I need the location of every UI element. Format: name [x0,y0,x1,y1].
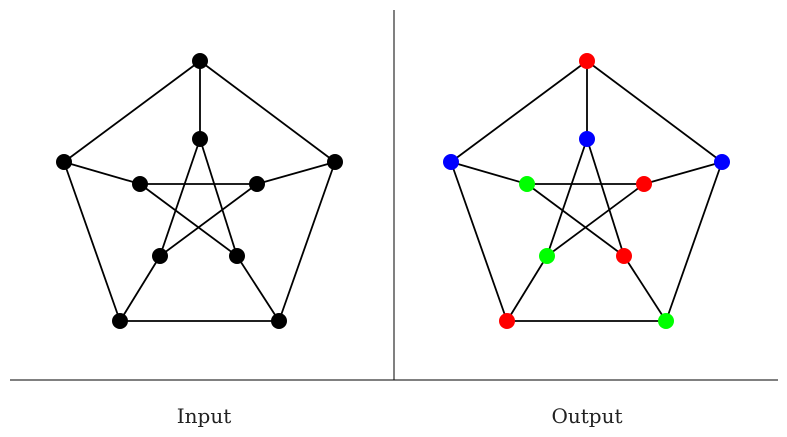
node-inner-left [132,176,148,192]
node-inner-bottom-left [539,248,555,264]
node-inner-bottom-left [152,248,168,264]
node-inner-right [636,176,652,192]
node-inner-bottom-right [229,248,245,264]
graph-edge [278,161,336,322]
graph-edge [546,183,645,257]
graph-edge [526,183,625,257]
node-outer-bottom-right [658,313,674,329]
graph-edge [119,255,161,322]
node-outer-bottom-left [499,313,515,329]
node-outer-right [327,154,343,170]
graph-edge [623,255,667,322]
node-outer-bottom-right [271,313,287,329]
graph-edge [450,60,588,163]
graph-edge [506,255,548,322]
graph-edge [256,161,336,185]
node-outer-bottom-left [112,313,128,329]
node-outer-top [192,53,208,69]
node-inner-bottom-right [616,248,632,264]
graph-edge [586,60,723,163]
node-outer-left [443,154,459,170]
graph-edge [643,161,723,185]
graph-edge [450,161,528,185]
graph-edge [586,138,625,257]
graph-edge [199,60,336,163]
graph-edge [546,138,588,257]
node-inner-right [249,176,265,192]
node-outer-left [56,154,72,170]
input-caption: Input [176,404,232,428]
graph-edge [63,60,201,163]
graph-edge [159,138,201,257]
node-inner-top [192,131,208,147]
graph-edge [63,161,121,322]
graph-edge [199,138,238,257]
graph-edge [450,161,508,322]
output-graph [443,53,730,329]
node-outer-right [714,154,730,170]
node-inner-top [579,131,595,147]
output-caption: Output [551,404,623,428]
graph-edge [236,255,280,322]
graph-edge [139,183,238,257]
node-inner-left [519,176,535,192]
graph-edge [63,161,141,185]
graph-edge [159,183,258,257]
graph-edge [665,161,723,322]
input-graph [56,53,343,329]
node-outer-top [579,53,595,69]
